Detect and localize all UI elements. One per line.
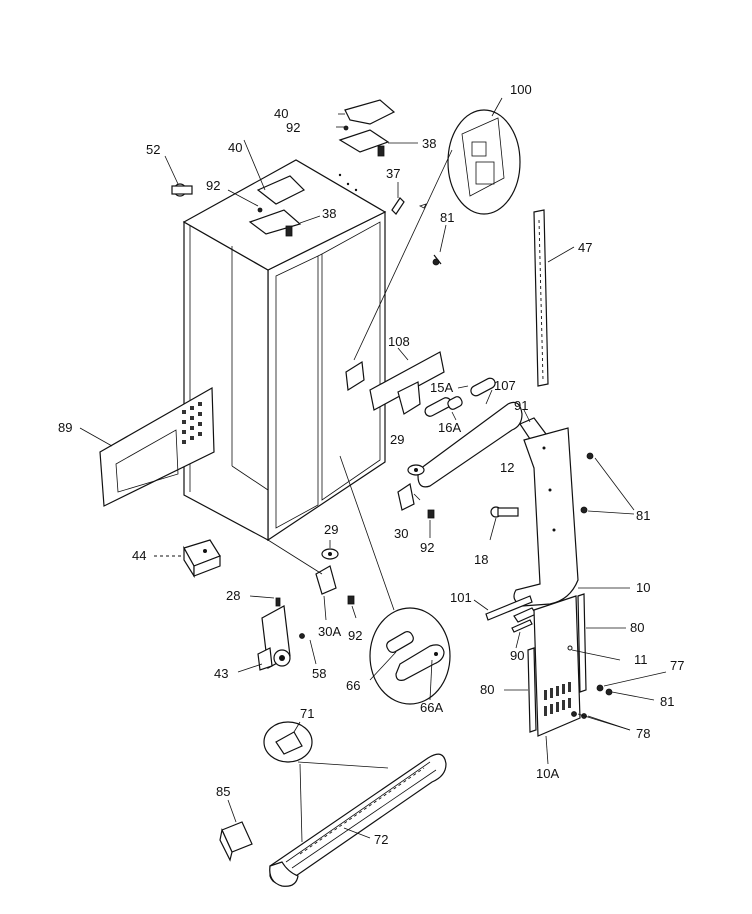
parts-77-81-78 <box>571 671 667 731</box>
label-92-upper: 92 <box>286 120 300 135</box>
part-47-rail <box>533 209 575 387</box>
label-30: 30 <box>394 526 408 541</box>
parts-29-30A-lower <box>267 539 357 621</box>
part-108-plate <box>345 347 445 415</box>
label-43: 43 <box>214 666 228 681</box>
callout-66 <box>339 455 451 705</box>
label-29-upper: 29 <box>390 432 404 447</box>
parts-15A-16A <box>424 377 496 421</box>
label-58: 58 <box>312 666 326 681</box>
label-52: 52 <box>146 142 160 157</box>
label-47: 47 <box>578 240 592 255</box>
label-44: 44 <box>132 548 146 563</box>
label-40-upper: 40 <box>274 106 288 121</box>
label-92-lower: 92 <box>206 178 220 193</box>
label-28: 28 <box>226 588 240 603</box>
part-85 <box>219 799 253 862</box>
label-38-lower: 38 <box>322 206 336 221</box>
label-89: 89 <box>58 420 72 435</box>
part-89-panel <box>79 386 215 507</box>
callout-100 <box>353 97 521 361</box>
part-10-duct <box>513 427 630 607</box>
label-72: 72 <box>374 832 388 847</box>
label-101: 101 <box>450 590 472 605</box>
cabinet-hinge-assembly <box>227 139 321 237</box>
label-100: 100 <box>510 82 532 97</box>
label-71: 71 <box>300 706 314 721</box>
part-80-10A <box>504 593 626 765</box>
label-81-mid: 81 <box>636 508 650 523</box>
parts-29-30-upper <box>397 464 435 538</box>
label-80-left: 80 <box>480 682 494 697</box>
part-43-wheel <box>237 595 317 673</box>
label-81-upper: 81 <box>440 210 454 225</box>
part-72-kick-plate <box>269 753 447 887</box>
label-38-upper: 38 <box>422 136 436 151</box>
label-66A: 66A <box>420 700 443 715</box>
label-80-right: 80 <box>630 620 644 635</box>
part-labels: 100 40 92 38 52 40 92 38 37 81 47 108 15… <box>58 82 684 847</box>
label-10: 10 <box>636 580 650 595</box>
part-101 <box>473 595 533 621</box>
label-90: 90 <box>510 648 524 663</box>
part-52-clip <box>164 155 193 197</box>
label-107: 107 <box>494 378 516 393</box>
label-66: 66 <box>346 678 360 693</box>
label-15A: 15A <box>430 380 453 395</box>
label-37: 37 <box>386 166 400 181</box>
label-40-lower: 40 <box>228 140 242 155</box>
label-29-lower: 29 <box>324 522 338 537</box>
upper-hinge-assembly <box>336 99 418 157</box>
label-30A: 30A <box>318 624 341 639</box>
label-85: 85 <box>216 784 230 799</box>
label-108: 108 <box>388 334 410 349</box>
part-44 <box>154 539 221 579</box>
callout-71 <box>263 721 389 843</box>
label-78: 78 <box>636 726 650 741</box>
label-92-mid: 92 <box>420 540 434 555</box>
label-10A: 10A <box>536 766 559 781</box>
label-77: 77 <box>670 658 684 673</box>
label-81-lower: 81 <box>660 694 674 709</box>
label-11: 11 <box>634 652 648 667</box>
part-90 <box>511 607 537 649</box>
part-37 <box>391 182 427 215</box>
label-91: 91 <box>514 398 528 413</box>
label-16A: 16A <box>438 420 461 435</box>
label-18: 18 <box>474 552 488 567</box>
label-92-lower-mid: 92 <box>348 628 362 643</box>
label-12: 12 <box>500 460 514 475</box>
part-81-screw <box>432 224 447 266</box>
part-18 <box>489 506 519 541</box>
